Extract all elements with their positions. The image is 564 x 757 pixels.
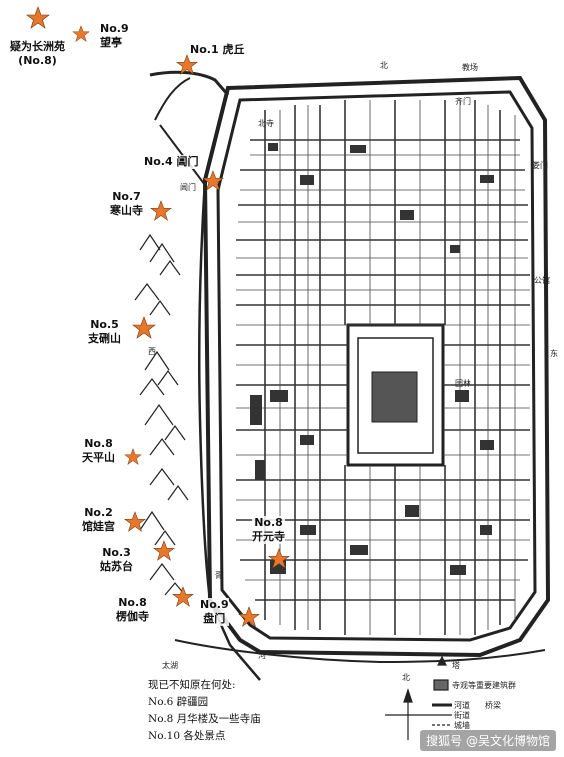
star-marker-wangting[interactable] <box>72 25 90 43</box>
label-zhixingshan: No.5 支硎山 <box>88 318 121 346</box>
star-marker-hanshansi[interactable] <box>150 200 172 222</box>
label-num: No.8 <box>84 437 113 450</box>
label-sub: (No.8) <box>18 54 57 67</box>
map-label-taihu: 太湖 <box>162 661 178 670</box>
label-wangting: No.9 望亭 <box>100 22 129 50</box>
note-heading: 现已不知原在何处: <box>148 679 236 691</box>
map-label-xu: 胥 <box>215 571 223 580</box>
label-num: No.9 <box>200 598 229 611</box>
label-num: No.5 <box>90 318 119 331</box>
label-num: No.2 <box>84 506 113 519</box>
label-huqiu: No.1 虎丘 <box>190 43 245 57</box>
map-label-north: 北 <box>380 61 388 70</box>
map-label-gongyuan: 公馆 <box>534 276 550 285</box>
map-label-he: 河 <box>258 651 266 660</box>
map-label-xi: 西 <box>148 347 156 356</box>
label-tianpingshan: No.8 天平山 <box>82 437 115 465</box>
label-name: 姑苏台 <box>100 560 133 573</box>
southern-canal <box>174 639 546 664</box>
western-hills <box>134 233 189 596</box>
label-gusutai: No.3 姑苏台 <box>100 546 133 574</box>
label-num-name: No.1 虎丘 <box>190 43 245 56</box>
label-num: No.9 <box>100 22 129 35</box>
legend-symbols <box>432 655 452 726</box>
label-num: No.8 <box>118 596 147 609</box>
label-num: No.8 <box>254 516 283 529</box>
map-label-loumen: 娄门 <box>532 161 548 170</box>
label-name: 楞伽寺 <box>116 610 149 623</box>
star-marker-huqiu[interactable] <box>176 54 198 76</box>
label-name: 寒山寺 <box>110 204 143 217</box>
legend-street: 街道 <box>454 711 470 720</box>
star-marker-kaiyuansi[interactable] <box>268 548 290 570</box>
legend-north: 北 <box>402 673 410 682</box>
note-line: No.6 辟疆园 <box>148 696 209 708</box>
star-marker-tianpingshan[interactable] <box>124 448 142 466</box>
label-num: No.7 <box>112 190 141 203</box>
map-label-beisi: 北寺 <box>258 119 274 128</box>
city-wall <box>216 90 537 642</box>
map-label-jiaochang: 教场 <box>462 63 478 72</box>
note-line: No.10 各处景点 <box>148 730 226 742</box>
map-legend: 北 塔 寺观等重要建筑群 河道 桥梁 街道 城墙 <box>390 661 540 732</box>
map-label-yuanlin: 园林 <box>455 379 471 388</box>
street-grid <box>236 100 530 635</box>
label-name: 天平山 <box>82 451 115 464</box>
label-lengjiasi: No.8 楞伽寺 <box>116 596 149 624</box>
label-name: 盘门 <box>203 612 226 625</box>
label-name: 疑为长洲苑 <box>10 40 65 53</box>
building-blocks <box>250 143 494 575</box>
label-changzhouyuan: 疑为长洲苑 (No.8) <box>10 40 65 68</box>
unknown-locations-note: 现已不知原在何处: No.6 辟疆园 No.8 月华楼及一些寺庙 No.10 各… <box>148 677 261 745</box>
note-line: No.8 月华楼及一些寺庙 <box>148 713 261 725</box>
label-name: 望亭 <box>100 36 122 49</box>
watermark: 搜狐号 @吴文化博物馆 <box>420 730 556 751</box>
star-marker-gusutai[interactable] <box>153 540 175 562</box>
star-marker-guanwagong[interactable] <box>124 511 146 533</box>
map-label-qimen: 齐门 <box>455 97 471 106</box>
compass-rose <box>385 688 432 740</box>
legend-city-wall: 城墙 <box>454 721 470 730</box>
label-guanwagong: No.2 馆娃宫 <box>82 506 115 534</box>
star-marker-panmen[interactable] <box>238 606 260 628</box>
outer-moat <box>202 75 551 658</box>
legend-bridge: 桥梁 <box>485 701 501 710</box>
map-label-changmen: 阊门 <box>180 183 196 192</box>
label-kaiyuansi: No.8 开元寺 <box>252 516 285 544</box>
star-marker-zhixingshan[interactable] <box>132 316 156 340</box>
star-marker-lengjiasi[interactable] <box>172 586 194 608</box>
label-hanshansi: No.7 寒山寺 <box>110 190 143 218</box>
star-marker-changzhouyuan[interactable] <box>26 6 50 30</box>
label-panmen: No.9 盘门 <box>200 598 229 626</box>
legend-temples: 寺观等重要建筑群 <box>452 681 516 690</box>
map-label-east: 东 <box>550 349 558 358</box>
label-name: 开元寺 <box>252 530 285 543</box>
label-num-name: No.4 阊门 <box>144 155 199 168</box>
label-name: 支硎山 <box>88 332 121 345</box>
label-changmen: No.4 阊门 <box>144 155 199 169</box>
label-name: 馆娃宫 <box>82 520 115 533</box>
legend-ta: 塔 <box>452 661 460 670</box>
label-num: No.3 <box>102 546 131 559</box>
river-huqiu <box>149 70 230 96</box>
legend-river: 河道 <box>454 701 470 710</box>
star-marker-changmen[interactable] <box>202 170 224 192</box>
western-canal <box>197 179 261 681</box>
